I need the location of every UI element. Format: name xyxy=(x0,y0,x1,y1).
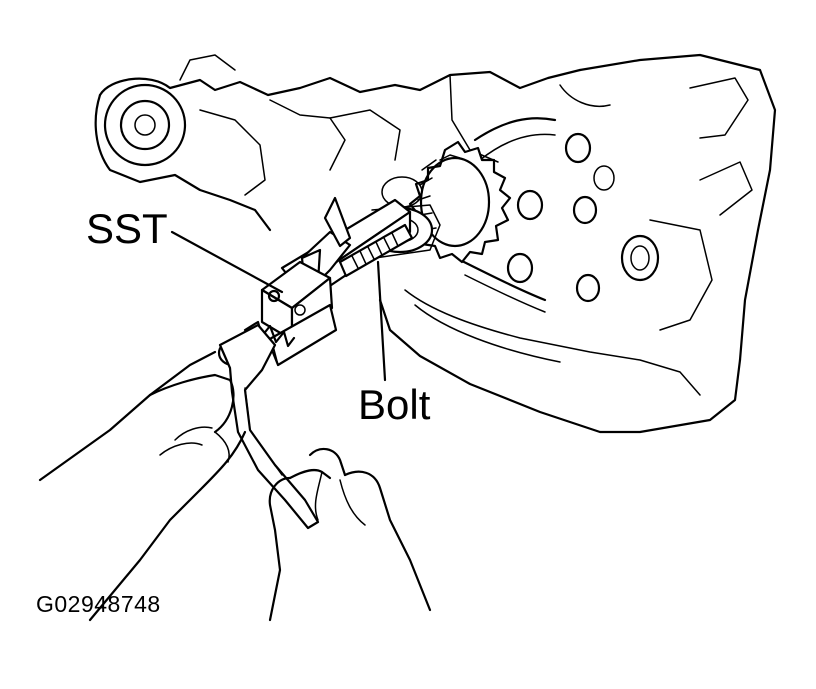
bolt-label: Bolt xyxy=(358,381,431,428)
sst-tool xyxy=(243,196,441,367)
hands xyxy=(38,350,432,622)
figure-id: G02948748 xyxy=(36,591,161,617)
engine-block xyxy=(94,53,777,434)
sprocket-gear xyxy=(381,140,512,264)
sst-label: SST xyxy=(86,205,168,252)
bolt-leader-line xyxy=(376,260,387,382)
wrench-handle xyxy=(217,323,320,530)
sst-leader-line xyxy=(170,230,284,294)
